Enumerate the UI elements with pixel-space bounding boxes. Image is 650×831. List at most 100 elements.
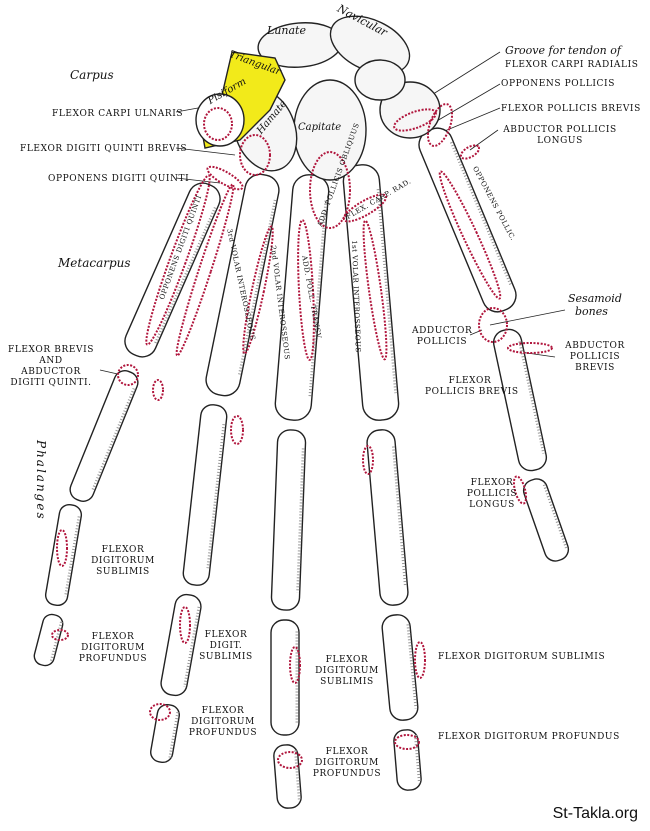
region-carpus: Carpus <box>70 68 114 82</box>
label-flexor-digiti-quinti-brevis: Flexor digiti quinti brevis <box>20 144 188 154</box>
label-line: profundus <box>188 728 258 738</box>
leader-abductor-pollicis-brevis <box>519 351 556 358</box>
label-line: digitorum <box>191 717 255 727</box>
muscle-attachment-flexor-brevis-abductor <box>117 364 139 386</box>
muscle-attachment-opponens-pollic-shaft <box>438 170 502 300</box>
distal-phalanx-5 <box>33 613 64 667</box>
label-line: sublimis <box>199 652 253 662</box>
label-line: sublimis <box>96 567 150 577</box>
label-fds-little: Flexordigitorumsublimis <box>88 545 158 578</box>
label-line: sublimis <box>320 677 374 687</box>
label-flexor-pollicis-brevis: Flexorpollicis brevis <box>425 376 518 398</box>
label-line: profundus <box>78 654 148 664</box>
watermark: St-Takla.org <box>552 805 638 822</box>
leader-opponens-digiti-quinti <box>175 177 221 184</box>
muscle-attachment-abductor-pollicis-brevis <box>507 342 553 354</box>
muscle-attachment-fdp-3 <box>277 751 303 769</box>
muscle-attachment-flexor-pollicis-brevis <box>426 103 454 147</box>
label-line: digit. <box>209 641 243 651</box>
proximal-phalanx-3 <box>270 429 307 611</box>
label-flexor-carpi-ulnaris: Flexor carpi ulnaris <box>52 109 184 119</box>
label-opponens-digiti-quinti: Opponens digiti quinti <box>48 174 190 184</box>
leader-opponens-pollicis <box>429 83 501 126</box>
region-phalanges: Phalanges <box>34 440 48 521</box>
label-line: Abductor <box>565 341 625 351</box>
distal-phalanx-4 <box>150 703 180 764</box>
label-line: Flexor <box>448 376 492 386</box>
metacarpal-2 <box>342 164 400 421</box>
label-line: pollicis <box>416 337 468 347</box>
label-line: digitorum <box>81 643 145 653</box>
label-groove-line2: Flexor carpi radialis <box>505 60 639 70</box>
proximal-phalanx-5 <box>69 370 139 502</box>
middle-phalanx-5 <box>44 503 83 607</box>
label-fdp-index: Flexor digitorum profundus <box>438 732 620 742</box>
leader-flexor-digiti-quinti-brevis <box>175 147 236 156</box>
label-line: Adductor <box>412 326 473 336</box>
region-metacarpus: Metacarpus <box>58 256 131 270</box>
distal-phalanx-3 <box>273 744 302 809</box>
carpal-trapezoid <box>354 59 406 101</box>
proximal-phalanx-2 <box>366 429 409 606</box>
label-line: bones <box>575 305 608 318</box>
label-fdp-ring: Flexordigitorumprofundus <box>188 706 258 739</box>
muscle-attachment-flexor-digiti-quinti-brevis <box>239 134 271 176</box>
muscle-attachment-first-volar <box>362 219 388 361</box>
label-sesamoid: Sesamoid bones <box>568 292 622 318</box>
label-line: Abductor pollicis <box>503 125 617 135</box>
label-adductor-pollicis: Adductorpollicis <box>412 326 472 348</box>
label-line: digitorum <box>315 666 379 676</box>
label-line: brevis <box>575 363 615 373</box>
label-line: digitorum <box>315 758 379 768</box>
label-line: Flexor <box>204 630 248 640</box>
middle-phalanx-4 <box>160 593 202 697</box>
label-fds-ring: Flexordigit.sublimis <box>196 630 256 663</box>
leader-flexor-carpi-ulnaris <box>175 107 199 113</box>
muscle-attachment-flexor-pollicis-longus <box>512 475 528 505</box>
label-line: Flexor <box>101 545 145 555</box>
leader-abductor-pollicis-longus <box>469 129 499 151</box>
label-fds-middle: Flexordigitorumsublimis <box>312 655 382 688</box>
middle-phalanx-2 <box>381 614 419 721</box>
label-opponens-pollicis: Opponens pollicis <box>501 79 615 89</box>
label-line: Flexor <box>325 747 369 757</box>
label-line: longus <box>537 136 583 146</box>
bone-lunate: Lunate <box>267 24 306 37</box>
muscle-attachment-abductor-pollicis-longus <box>459 144 481 160</box>
proximal-phalanx-1 <box>492 328 548 472</box>
carpal-pisiform <box>195 93 245 147</box>
label-line: longus <box>469 500 515 510</box>
muscle-attachment-add-poll-transv <box>297 219 315 361</box>
distal-phalanx-1 <box>522 478 570 562</box>
label-line: pollicis <box>466 489 518 499</box>
metacarpal-5 <box>124 182 221 358</box>
muscle-attachment-fdp-2 <box>394 734 420 750</box>
muscle-attachment-second-volar <box>242 225 274 355</box>
label-line: and <box>39 356 63 366</box>
label-line: profundus <box>312 769 382 779</box>
muscle-attachment-opponens-digiti-quinti-shaft <box>145 174 211 346</box>
label-flexor-pollicis-longus: Flexorpollicislongus <box>462 478 522 511</box>
label-fdp-little: Flexordigitorumprofundus <box>78 632 148 665</box>
muscle-attachment-fds-3 <box>289 646 301 684</box>
muscle-attachment-fdp-4 <box>149 703 171 721</box>
label-flexor-brevis-abductor-digiti-quinti: Flexor brevisandAbductordigiti quinti. <box>6 345 96 389</box>
label-line: Flexor <box>470 478 514 488</box>
muscle-attachment-abd-5 <box>152 379 164 401</box>
label-line: Flexor <box>201 706 245 716</box>
label-line: Flexor <box>91 632 135 642</box>
middle-phalanx-3 <box>270 619 300 736</box>
muscle-attachment-opponens-digiti-quinti <box>206 165 244 191</box>
muscle-attachment-flex-carp-rad <box>342 193 388 223</box>
proximal-phalanx-4 <box>182 404 228 586</box>
muscle-attachment-sesamoid-bones <box>478 307 508 343</box>
label-line: pollicis brevis <box>425 387 519 397</box>
label-line: Sesamoid <box>568 292 622 305</box>
muscle-attachment-opponens-pollicis <box>393 108 437 132</box>
muscle-attachment-fdp-5 <box>51 629 69 641</box>
label-line: digitorum <box>91 556 155 566</box>
metacarpal-3 <box>274 174 330 421</box>
muscle-attachment-flexor-carpi-ulnaris <box>203 107 233 141</box>
muscle-attachment-add-pollicis-obliquus <box>309 151 351 229</box>
